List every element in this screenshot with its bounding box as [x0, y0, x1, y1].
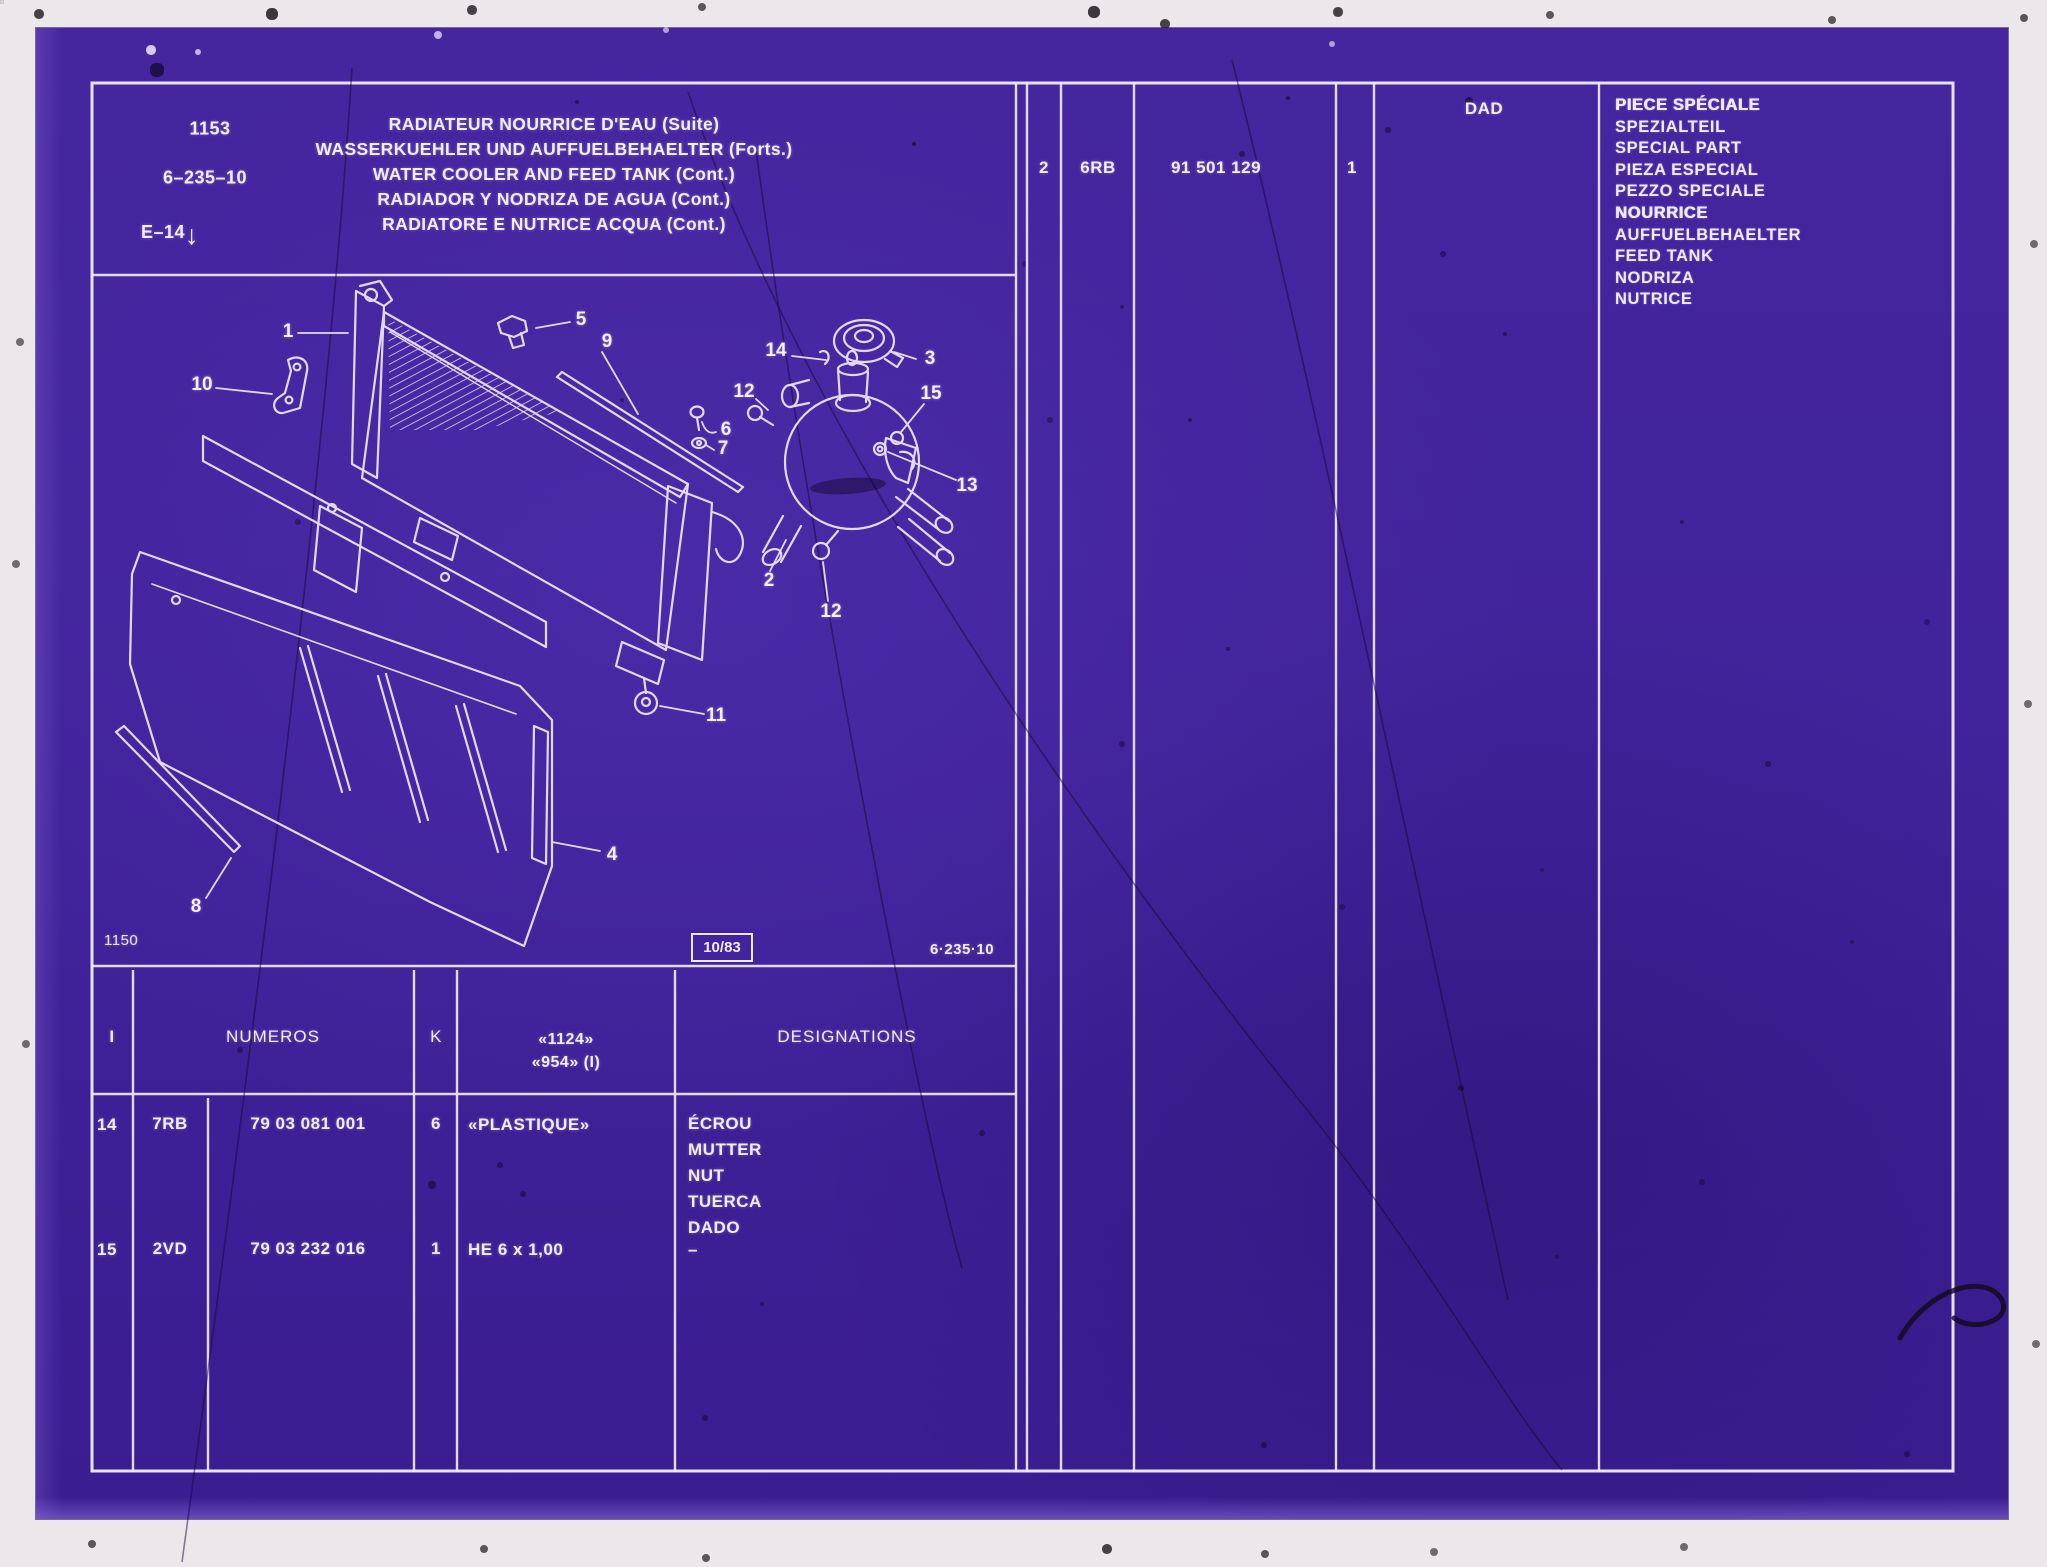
title-line-fr: RADIATEUR NOURRICE D'EAU (Suite): [388, 114, 720, 134]
top-row-key: 6RB: [1080, 158, 1116, 177]
top-row-count: 1: [1347, 158, 1357, 177]
callout-2: 2: [763, 570, 775, 591]
film-smudge: [810, 477, 886, 495]
page-number: 1153: [189, 118, 231, 139]
cell-number: 79 03 081 001: [250, 1114, 366, 1133]
film-hair-mark: [1897, 1283, 2007, 1341]
top-row-qty: 2: [1039, 158, 1049, 177]
cell-designation: TUERCA: [688, 1192, 762, 1211]
special-part-line: FEED TANK: [1615, 247, 1714, 266]
special-part-line: NOURRICE: [1615, 203, 1708, 222]
special-part-line: PEZZO SPECIALE: [1615, 182, 1766, 201]
special-part-line: PIECE SPÉCIALE: [1615, 96, 1761, 114]
cell-number: 79 03 232 016: [250, 1239, 366, 1258]
cell-designation: DADO: [688, 1218, 741, 1237]
callout-15: 15: [920, 383, 942, 404]
cell-item: 15: [97, 1240, 117, 1259]
film-white-specks: [0, 0, 4, 4]
cell-key: 7RB: [152, 1114, 188, 1133]
callout-1: 1: [282, 321, 294, 342]
callout-12: 12: [733, 381, 755, 402]
col-header-k: K: [430, 1027, 442, 1046]
drain-plug-drawing: [496, 314, 529, 350]
catalog-code: 6–235–10: [162, 167, 248, 188]
cell-designation: –: [688, 1240, 698, 1259]
special-part-line: SPECIAL PART: [1615, 139, 1742, 158]
callout-11: 11: [705, 705, 727, 726]
cell-qty: 1: [431, 1239, 441, 1258]
feed-tank-drawing: [689, 318, 955, 567]
top-row-part-number: 91 501 129: [1170, 158, 1262, 177]
callout-8: 8: [190, 896, 202, 917]
cell-designation: ÉCROU: [688, 1114, 752, 1133]
col-header-i: I: [109, 1027, 115, 1046]
title-line-it: RADIATORE E NUTRICE ACQUA (Cont.): [382, 214, 726, 234]
film-slide: [36, 28, 2008, 1519]
special-part-line: PIEZA ESPECIAL: [1615, 160, 1759, 179]
date-stamp: 10/83: [703, 939, 741, 956]
col-header-designations: DESIGNATIONS: [777, 1027, 917, 1046]
callout-13: 13: [956, 475, 978, 496]
dad-label: DAD: [1464, 99, 1504, 118]
col-header-variant-1: «1124»: [538, 1031, 594, 1048]
special-part-line: SPEZIALTEIL: [1615, 117, 1726, 136]
diagram-ref-left: 1150: [104, 932, 139, 949]
callout-14: 14: [765, 340, 787, 361]
col-header-variant-2: «954» (I): [531, 1054, 601, 1071]
cell-item: 14: [97, 1115, 117, 1134]
cell-spec: «PLASTIQUE»: [468, 1115, 590, 1134]
cell-designation: NUT: [688, 1166, 725, 1185]
cell-spec: HE 6 x 1,00: [468, 1240, 564, 1259]
callout-7: 7: [717, 438, 729, 459]
special-part-line: AUFFUELBEHAELTER: [1615, 225, 1802, 244]
grid-reference: E–14↓: [141, 220, 200, 250]
col-header-numeros: NUMEROS: [226, 1027, 320, 1046]
diagram-ref-right: 6·235·10: [930, 941, 995, 958]
title-line-en: WATER COOLER AND FEED TANK (Cont.): [372, 164, 736, 184]
callout-12b: 12: [820, 601, 842, 622]
radiator-drawing: [350, 279, 744, 716]
callout-4: 4: [606, 844, 618, 865]
title-line-de: WASSERKUEHLER UND AUFFUELBEHAELTER (Fort…: [315, 139, 793, 159]
title-block: RADIATEUR NOURRICE D'EAU (Suite) WASSERK…: [92, 112, 1016, 237]
callout-10: 10: [191, 374, 213, 395]
special-part-block: PIECE SPÉCIALE SPEZIALTEIL SPECIAL PART …: [1615, 95, 1801, 311]
callout-3: 3: [924, 348, 936, 369]
special-part-line: NUTRICE: [1615, 290, 1693, 309]
bracket-drawing: [273, 356, 309, 415]
callout-9: 9: [601, 331, 613, 352]
cell-qty: 6: [431, 1114, 441, 1133]
cell-key: 2VD: [152, 1239, 188, 1258]
date-stamp-box: 10/83: [691, 933, 753, 962]
callout-leaders: [205, 321, 957, 899]
cell-designation: MUTTER: [688, 1140, 762, 1159]
title-line-es: RADIADOR Y NODRIZA DE AGUA (Cont.): [377, 189, 731, 209]
callout-6: 6: [720, 419, 732, 440]
front-panel-drawing: [114, 434, 554, 948]
callout-5: 5: [575, 309, 587, 330]
down-arrow-icon: ↓: [185, 220, 200, 250]
special-part-line: NODRIZA: [1615, 268, 1695, 287]
trim-strip-drawing: [555, 370, 745, 494]
